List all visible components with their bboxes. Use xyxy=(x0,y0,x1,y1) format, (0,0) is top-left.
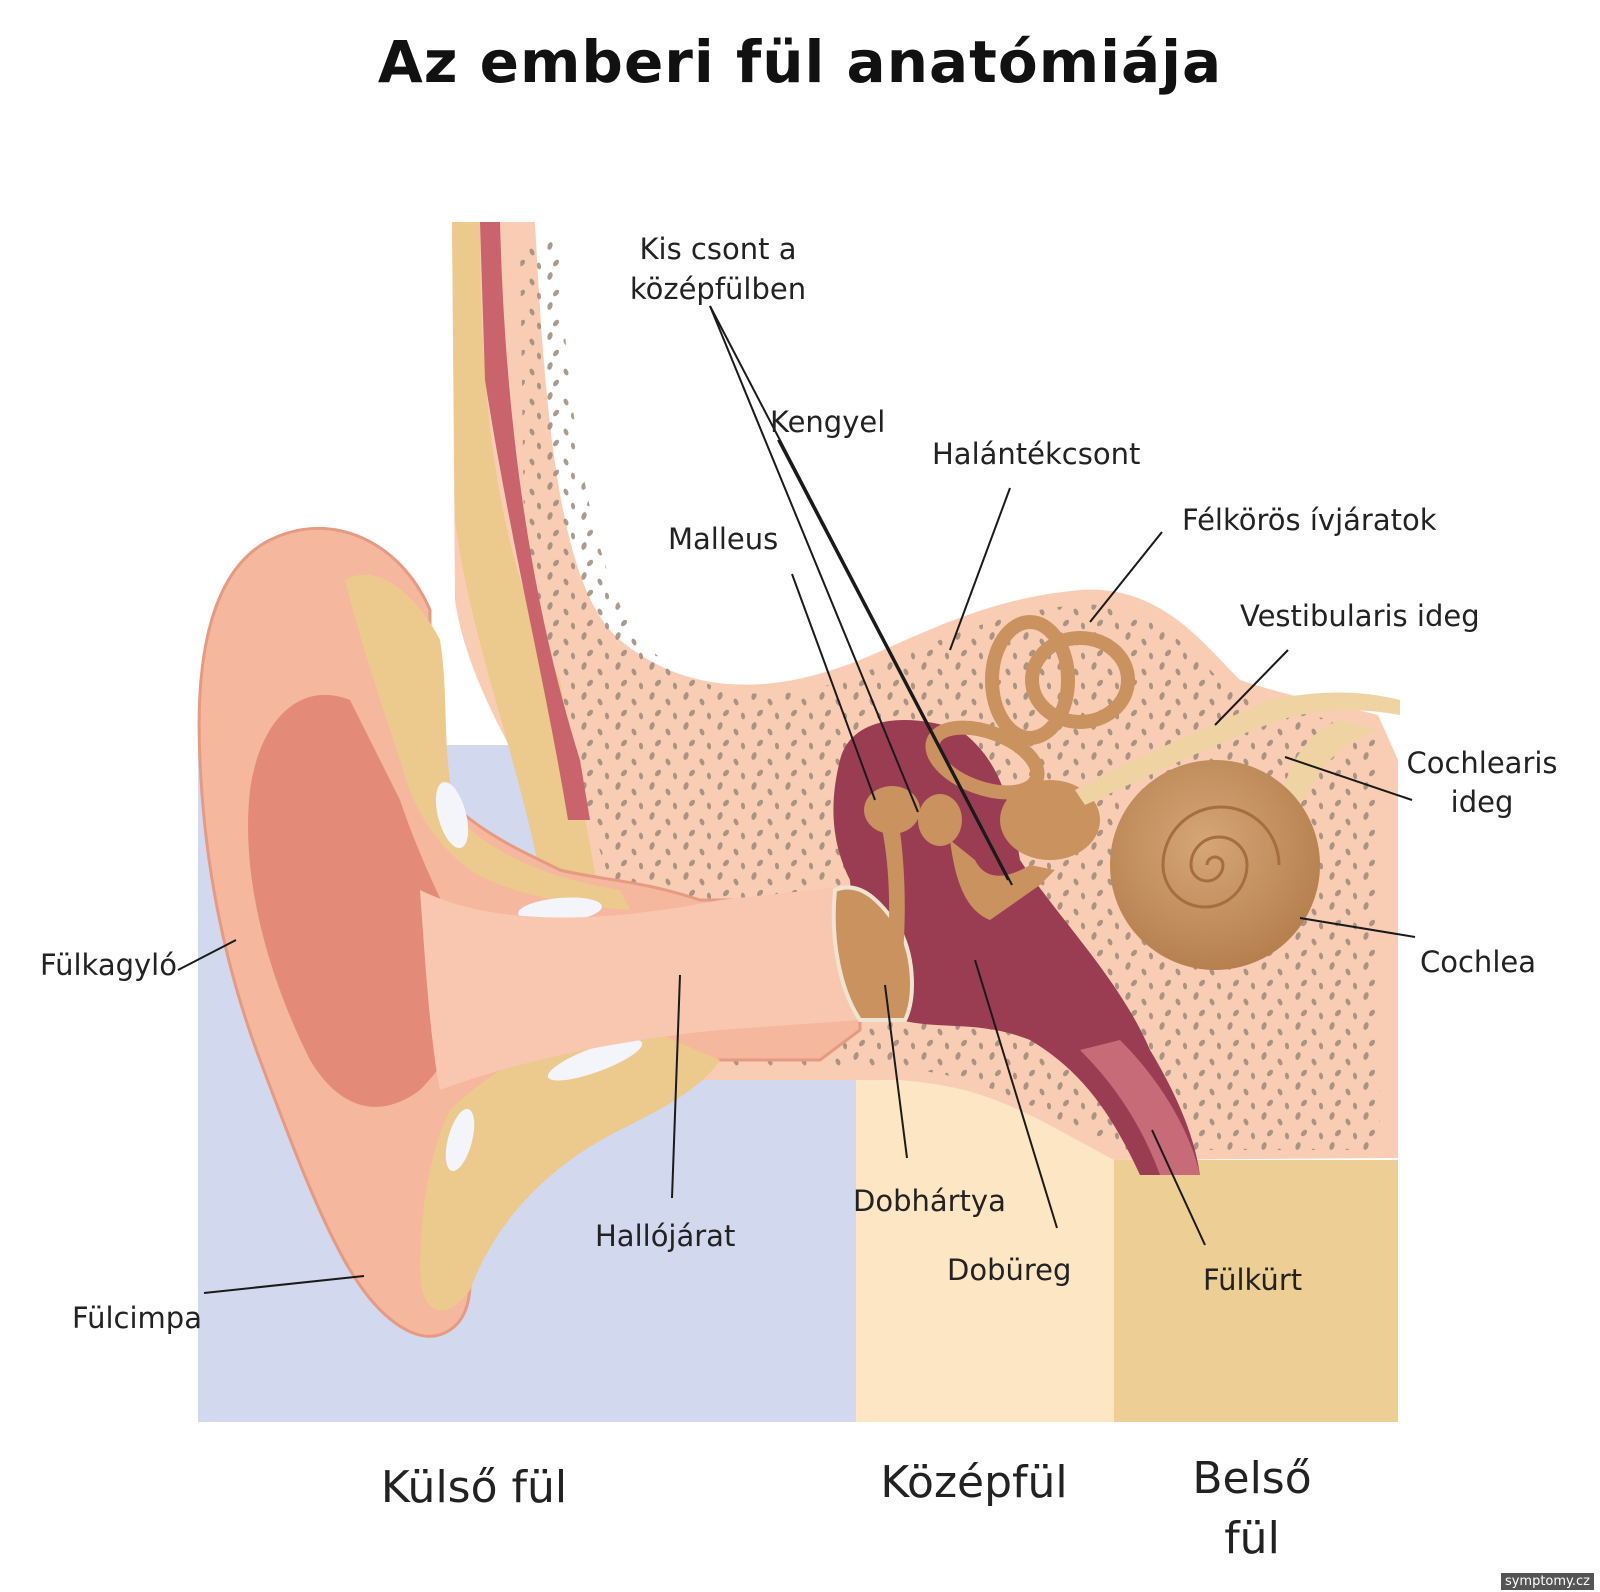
ear-canal xyxy=(420,885,860,1090)
cochlea-shell xyxy=(1110,760,1320,970)
leader-vestibularis xyxy=(1214,649,1289,726)
vestibule xyxy=(1000,780,1100,860)
label-dobureg: Dobüreg xyxy=(947,1253,1071,1287)
cartilage-highlight-3 xyxy=(547,1039,643,1081)
label-felkoros: Félkörös ívjáratok xyxy=(1182,503,1437,537)
label-fulcimpa: Fülcimpa xyxy=(72,1301,202,1335)
malleus-handle xyxy=(880,818,905,985)
leader-cochlearis xyxy=(1284,756,1413,801)
label-cochlea: Cochlea xyxy=(1420,945,1536,979)
label-kis-csont-line2: középfülben xyxy=(630,272,806,306)
leader-halantekcsont xyxy=(949,487,1011,651)
leader-kis-csont-1 xyxy=(709,305,919,813)
cartilage-highlight-1 xyxy=(435,781,469,849)
page-title: Az emberi fül anatómiája xyxy=(377,28,1223,96)
malleus xyxy=(864,786,920,834)
leader-dobhartya xyxy=(884,984,908,1159)
leader-fulcimpa xyxy=(203,1275,365,1294)
leader-fulkurt xyxy=(1151,1129,1206,1246)
leader-kengyel xyxy=(777,439,1009,881)
leader-cochlea xyxy=(1299,917,1416,938)
leader-dobureg xyxy=(974,959,1058,1229)
inner-ear-region xyxy=(1114,1160,1398,1422)
leader-kis-csont-2 xyxy=(709,305,1013,886)
leader-felkoros xyxy=(1089,531,1163,623)
cochlea-spiral xyxy=(1161,805,1281,909)
region-label-belso-line2: fül xyxy=(1224,1513,1280,1564)
source-credit: symptomy.cz xyxy=(1500,1573,1594,1590)
label-hallojarat: Hallójárat xyxy=(595,1219,735,1253)
cochlear-nerve xyxy=(1280,720,1378,800)
region-label-belso-line1: Belső xyxy=(1192,1453,1311,1504)
label-vestibularis: Vestibularis ideg xyxy=(1240,599,1480,633)
leader-fulkagylo xyxy=(177,939,237,971)
incus xyxy=(918,794,962,846)
semicircular-canal-1 xyxy=(985,615,1075,745)
label-kis-csont-line1: Kis csont a xyxy=(640,232,797,266)
semicircular-canal-2 xyxy=(1025,631,1135,729)
label-halantekcsont: Halántékcsont xyxy=(932,437,1140,471)
vestibular-nerve xyxy=(1075,692,1400,805)
cartilage-highlight-2 xyxy=(518,897,602,923)
eustachian-tube xyxy=(1080,1040,1200,1175)
cartilage-highlight-4 xyxy=(445,1108,475,1172)
concha xyxy=(248,694,480,1107)
semicircular-canal-3 xyxy=(925,720,1045,800)
label-kengyel: Kengyel xyxy=(770,405,885,439)
label-fulkagylo: Fülkagyló xyxy=(40,948,177,982)
vessel-strip xyxy=(480,222,590,820)
region-label-kozep: Középfül xyxy=(880,1457,1067,1508)
label-malleus: Malleus xyxy=(668,522,778,556)
stapes xyxy=(950,840,1055,920)
label-cochlearis-line2: ideg xyxy=(1451,785,1514,819)
region-label-kulso: Külső fül xyxy=(381,1462,567,1513)
cartilage-upper xyxy=(345,574,630,910)
leader-malleus xyxy=(791,573,876,801)
cartilage-lower xyxy=(420,1030,720,1311)
label-dobhartya: Dobhártya xyxy=(853,1184,1006,1218)
label-cochlearis-line1: Cochlearis xyxy=(1406,746,1557,780)
leader-hallojarat xyxy=(671,974,681,1199)
label-fulkurt: Fülkürt xyxy=(1203,1263,1302,1297)
